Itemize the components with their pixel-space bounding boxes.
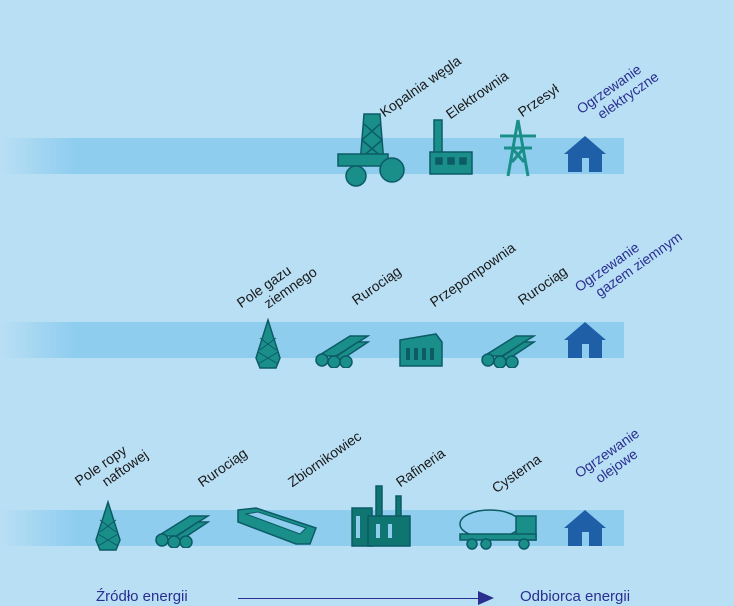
house-icon xyxy=(562,320,608,365)
tanker-ship-icon xyxy=(236,506,318,551)
pipeline-label: Rurociąg xyxy=(348,262,404,308)
tank-truck-icon xyxy=(456,504,540,555)
flow-arrow-head xyxy=(478,591,494,605)
pipeline-icon xyxy=(152,514,211,553)
pumping-station-label: Przepompownia xyxy=(426,239,519,310)
house-icon xyxy=(562,508,608,553)
oil-field-icon xyxy=(94,499,122,557)
gas-field-icon xyxy=(254,317,282,375)
pipeline-label: Rurociąg xyxy=(194,444,250,490)
pumping-station-icon xyxy=(396,330,444,375)
power-plant-label: Elektrownia xyxy=(442,67,512,122)
refinery-icon xyxy=(348,484,414,553)
pipeline-label: Rurociąg xyxy=(514,262,570,308)
tanker-label: Zbiornikowiec xyxy=(284,427,365,490)
pipeline-icon xyxy=(478,334,537,373)
refinery-label: Rafineria xyxy=(392,444,448,490)
tank-truck-label: Cysterna xyxy=(488,450,544,496)
energy-source-label: Źródło energii xyxy=(96,588,188,605)
coal-mine-icon xyxy=(336,110,408,193)
energy-consumer-label: Odbiorca energii xyxy=(520,588,631,605)
power-plant-icon xyxy=(426,118,476,181)
transmission-tower-icon xyxy=(496,118,540,183)
house-icon xyxy=(562,134,608,179)
flow-arrow xyxy=(238,598,478,599)
transmission-label: Przesył xyxy=(514,80,562,120)
pipeline-icon xyxy=(312,334,371,373)
